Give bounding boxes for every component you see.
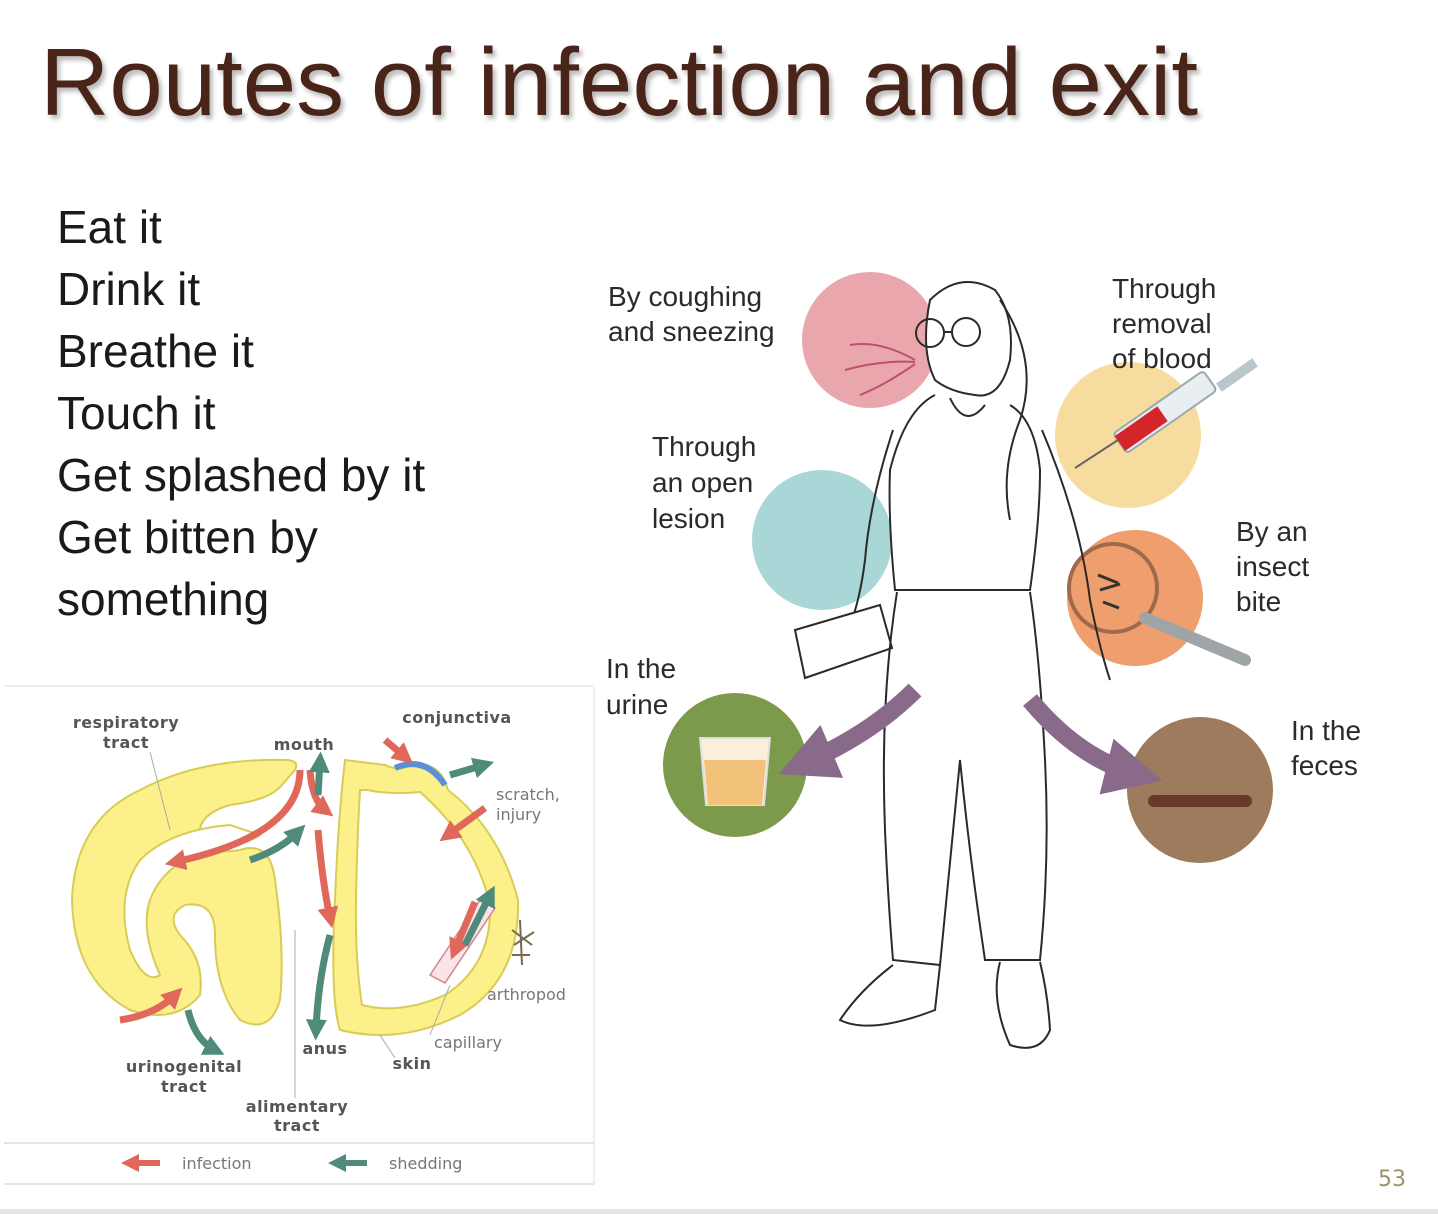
route-list: Eat it Drink it Breathe it Touch it Get … bbox=[57, 196, 425, 630]
feces-label: feces bbox=[1291, 750, 1358, 781]
lesion-label: an open bbox=[652, 467, 753, 498]
page-number: 53 bbox=[1378, 1167, 1406, 1192]
route-item: Breathe it bbox=[57, 325, 254, 377]
person-figure bbox=[793, 281, 1111, 1049]
person-exit-routes-illustration: By coughing and sneezing Through removal… bbox=[606, 272, 1361, 1049]
urinogenital-tract-label: tract bbox=[161, 1077, 207, 1096]
arthropod-icon bbox=[511, 919, 535, 966]
route-item: Get bitten by bbox=[57, 511, 318, 563]
blood-label: removal bbox=[1112, 308, 1212, 339]
leader-lines bbox=[149, 751, 451, 1098]
route-item: Eat it bbox=[57, 201, 162, 253]
insect-label: By an bbox=[1236, 516, 1308, 547]
mouth-label: mouth bbox=[274, 735, 335, 754]
lesion-label: lesion bbox=[652, 503, 725, 534]
scratch-injury-label: injury bbox=[496, 805, 541, 824]
feces-exit-arrow bbox=[1023, 694, 1163, 795]
magnifier-icon bbox=[1067, 542, 1251, 666]
urine-glass-icon bbox=[698, 737, 772, 806]
blood-label: of blood bbox=[1112, 343, 1212, 374]
urine-label: In the bbox=[606, 653, 676, 684]
anus-label: anus bbox=[302, 1039, 347, 1058]
shedding-legend-label: shedding bbox=[389, 1154, 462, 1173]
lesion-label: Through bbox=[652, 431, 756, 462]
urine-exit-arrow bbox=[778, 683, 922, 778]
feces-icon bbox=[1148, 795, 1252, 807]
urinogenital-tract-label: urinogenital bbox=[126, 1057, 242, 1076]
route-item: Get splashed by it bbox=[57, 449, 426, 501]
bottom-rule bbox=[0, 1209, 1438, 1214]
skin-label: skin bbox=[392, 1054, 431, 1073]
body-tract-shapes bbox=[70, 758, 520, 1036]
cough-spray-icon bbox=[844, 343, 916, 396]
conjunctiva-patch bbox=[393, 761, 448, 787]
insect-label: insect bbox=[1236, 551, 1309, 582]
blood-label: Through bbox=[1112, 273, 1216, 304]
arthropod-label: arthropod bbox=[487, 985, 566, 1004]
syringe-icon bbox=[1074, 358, 1258, 469]
route-item: something bbox=[57, 573, 270, 625]
insect-label: bite bbox=[1236, 586, 1281, 617]
infection-legend-label: infection bbox=[182, 1154, 252, 1173]
body-surfaces-diagram: respiratory tract mouth conjunctiva scra… bbox=[4, 685, 595, 1185]
shedding-arrows bbox=[184, 751, 495, 1055]
route-item: Touch it bbox=[57, 387, 216, 439]
respiratory-tract-label: respiratory bbox=[73, 713, 179, 732]
urine-label: urine bbox=[606, 689, 668, 720]
slide-title: Routes of infection and exit bbox=[40, 29, 1199, 136]
conjunctiva-label: conjunctiva bbox=[402, 708, 511, 727]
capillary-label: capillary bbox=[434, 1033, 502, 1052]
feces-circle bbox=[1127, 717, 1273, 863]
respiratory-tract-label: tract bbox=[103, 733, 149, 752]
coughing-label: By coughing bbox=[608, 281, 762, 312]
diagram-legend: infection shedding bbox=[121, 1154, 462, 1173]
feces-label: In the bbox=[1291, 715, 1361, 746]
alimentary-tract-label: tract bbox=[274, 1116, 320, 1135]
infection-arrows bbox=[119, 737, 488, 1024]
scratch-injury-label: scratch, bbox=[496, 785, 560, 804]
alimentary-tract-label: alimentary bbox=[246, 1097, 349, 1116]
lesion-circle bbox=[752, 470, 892, 610]
coughing-circle bbox=[802, 272, 938, 408]
route-item: Drink it bbox=[57, 263, 201, 315]
coughing-label: and sneezing bbox=[608, 316, 775, 347]
